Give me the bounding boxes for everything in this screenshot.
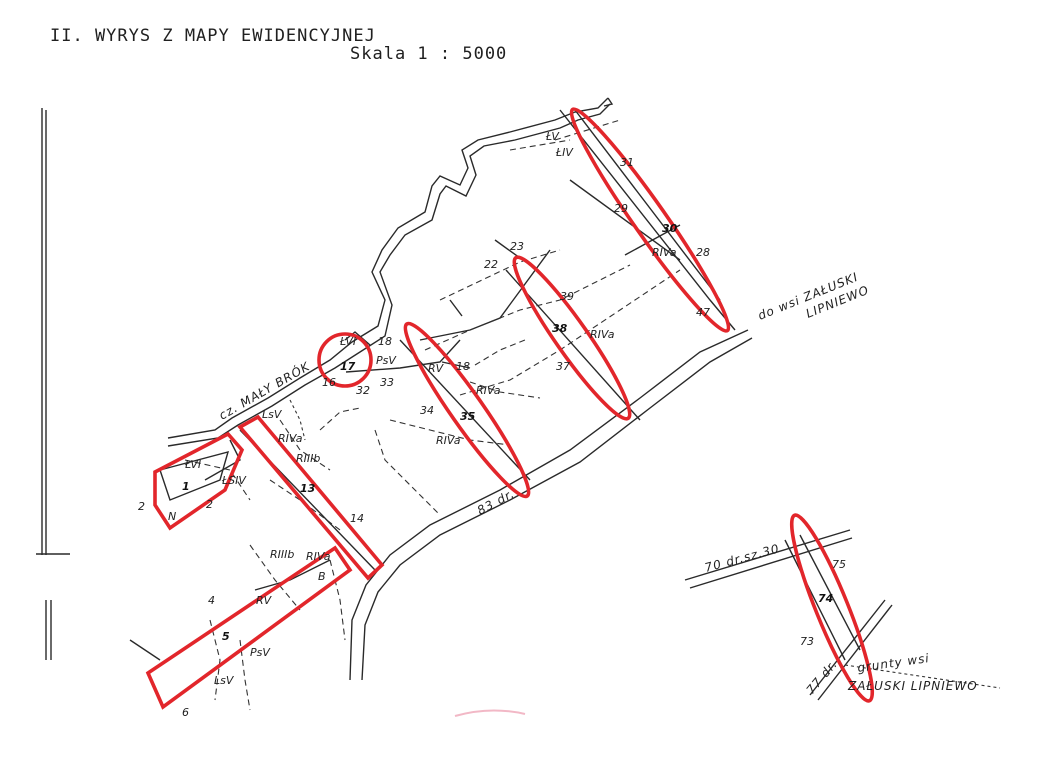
parcel-2-label: 2 — [138, 500, 145, 513]
parcel-22-label: 22 — [484, 258, 498, 271]
parcel-73-label: 73 — [800, 635, 814, 648]
class-b-label: B — [318, 570, 326, 583]
marker-parcel-74 — [789, 513, 875, 703]
class-lvi-label: ŁVI — [184, 458, 201, 471]
parcel-34-label: 34 — [420, 404, 434, 417]
parcel-1-label: 1 — [182, 480, 190, 493]
parcel-5-label: 5 — [222, 630, 230, 643]
parcel-16-label: 16 — [322, 376, 336, 389]
road-label-70: 70 dr.sz.30 — [703, 541, 781, 574]
class-rivatop-label: RIVa — [652, 246, 677, 259]
highlight-markers — [145, 107, 875, 710]
class-riva2-label: RIVa — [306, 550, 331, 563]
class-rv-label: RV — [256, 594, 273, 607]
parcel-35-label: 35 — [460, 410, 476, 423]
parcel-14-label: 14 — [350, 512, 364, 525]
stream-outline — [167, 97, 614, 447]
parcel-28-label: 28 — [696, 246, 710, 259]
class-riva-label: RIVa — [278, 432, 303, 445]
parcel-39-label: 39 — [560, 290, 574, 303]
class-riva5-label: RIVa — [590, 328, 615, 341]
marker-parcel-35 — [403, 321, 531, 499]
marker-parcel-30 — [569, 107, 731, 333]
road-83 — [349, 329, 753, 681]
road-label-83: 83 dr. — [475, 486, 517, 517]
class-lsv-label: LsV — [262, 408, 283, 421]
parcel-17-label: 17 — [340, 360, 356, 373]
parcel-18-label: 18 — [378, 335, 392, 348]
parcel-4-label: 4 — [208, 594, 215, 607]
parcel-47-label: 47 — [696, 306, 710, 319]
road-label-77: 77 dr. — [804, 657, 841, 697]
parcel-23-label: 23 — [510, 240, 524, 253]
parcel-37-label: 37 — [556, 360, 570, 373]
parcel-30-label: 30 — [662, 222, 678, 235]
boundary-label: grunty wsi — [856, 651, 930, 675]
parcel-32-label: 32 — [356, 384, 370, 397]
class-rv2-label: RV — [428, 362, 445, 375]
map-title: II. WYRYS Z MAPY EWIDENCYJNEJ — [50, 26, 376, 46]
marker-parcel-1 — [153, 431, 245, 531]
class-psv-label: PsV — [250, 646, 271, 659]
parcel-38-label: 38 — [552, 322, 568, 335]
class-riiib-label: RIIIb — [296, 452, 320, 465]
class-riva3-label: RIVa — [476, 384, 501, 397]
class-lvi2-label: ŁVI — [339, 335, 356, 348]
map-scale: Skala 1 : 5000 — [350, 44, 508, 64]
class-lsv2-label: LsV — [214, 674, 235, 687]
frame-lines — [36, 108, 70, 660]
parcel-2b-label: 2 — [206, 498, 213, 511]
stamp-fragment — [454, 709, 526, 717]
class-liv-label: ŁIV — [555, 146, 574, 159]
marker-parcel-5 — [145, 545, 353, 710]
marker-parcel-17 — [317, 332, 373, 388]
marker-parcel-38 — [512, 255, 632, 421]
parcel-6-label: 6 — [182, 706, 189, 719]
parcel-29-label: 29 — [614, 202, 628, 215]
parcel-18b-label: 18 — [456, 360, 470, 373]
class-riva4-label: RIVa — [436, 434, 461, 447]
marker-parcel-13 — [237, 414, 385, 581]
parcel-33-label: 33 — [380, 376, 394, 389]
inset-roads — [684, 529, 1001, 701]
parcel-n-label: N — [168, 510, 176, 523]
parcel-74-label: 74 — [818, 592, 833, 605]
class-psv2-label: PsV — [376, 354, 397, 367]
boundary-label-2: ZAŁUSKI LIPNIEWO — [847, 679, 978, 693]
parcel-13-label: 13 — [300, 482, 316, 495]
class-riiib2-label: RIIIb — [270, 548, 294, 561]
class-lv-label: ŁV — [545, 130, 560, 143]
parcel-31-label: 31 — [620, 156, 634, 169]
parcel-75-label: 75 — [832, 558, 846, 571]
class-lsiv-label: ŁSIV — [221, 474, 247, 487]
